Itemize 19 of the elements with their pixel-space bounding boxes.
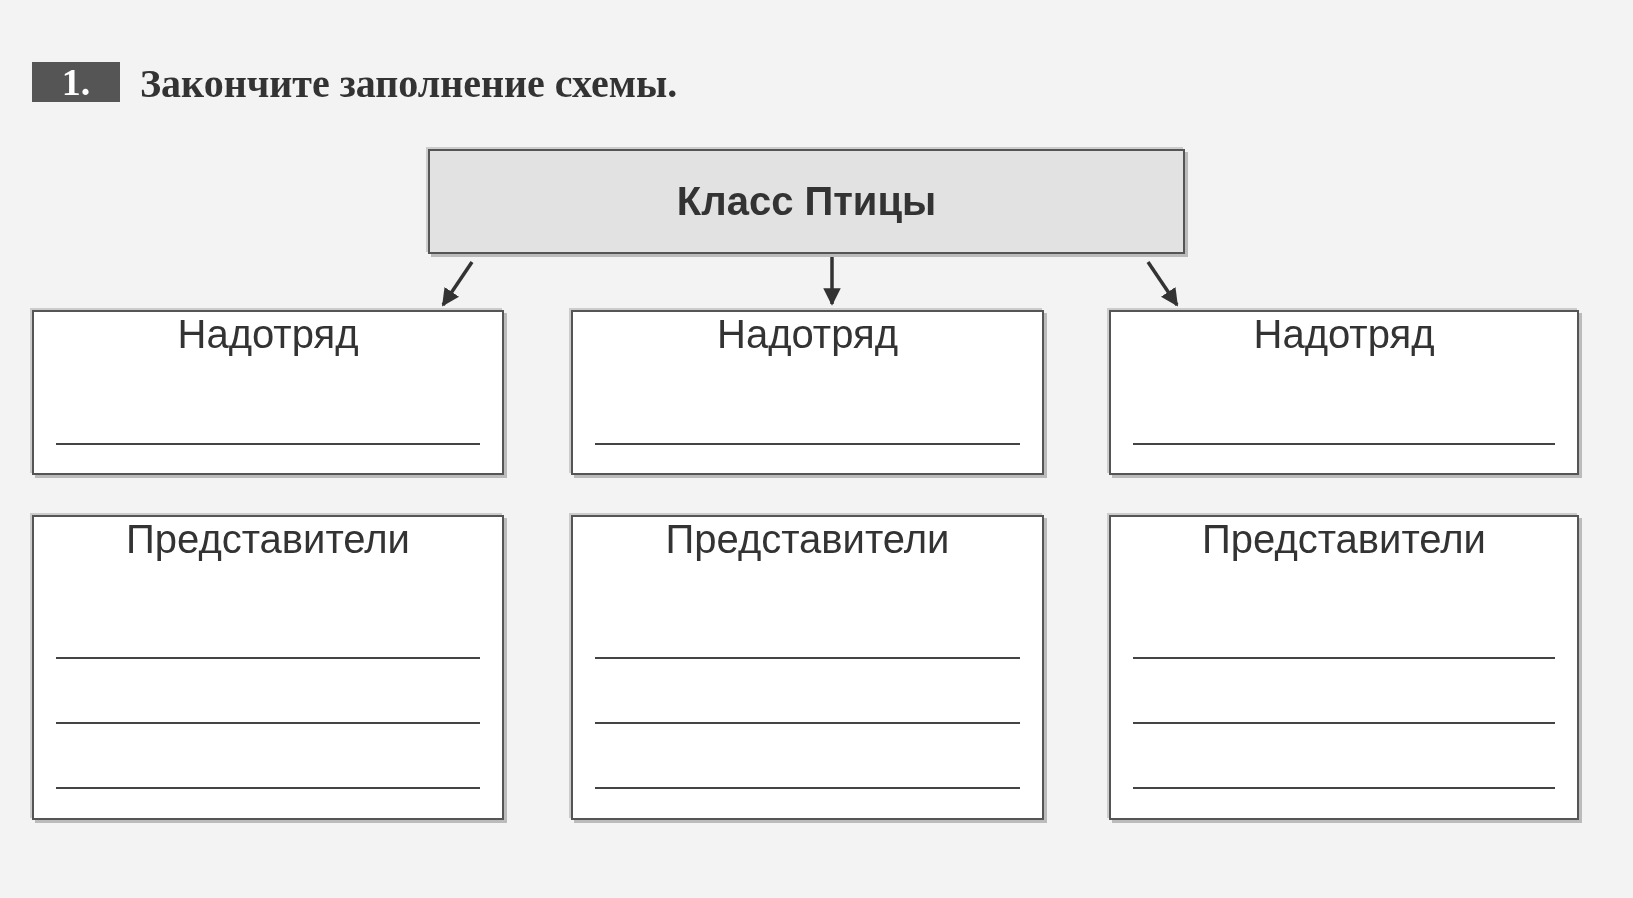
arrow: [823, 257, 841, 306]
box-heading: Представители: [664, 517, 951, 562]
answer-card: [1109, 310, 1579, 475]
box-heading: Представители: [1201, 517, 1487, 562]
answer-card: [571, 310, 1044, 475]
box-heading: Надотряд: [176, 312, 360, 357]
box-heading: Надотряд: [716, 312, 899, 357]
answer-card: [32, 515, 504, 820]
box-heading: Класс Птицы: [675, 179, 938, 224]
arrow: [441, 261, 474, 307]
answer-card: [571, 515, 1044, 820]
task-title: Закончите заполнение схемы.: [140, 60, 678, 107]
box-heading: Надотряд: [1252, 312, 1436, 357]
title-box: [428, 149, 1185, 254]
answer-card: [32, 310, 504, 475]
arrow: [1146, 261, 1179, 307]
box-heading: Представители: [125, 517, 411, 562]
answer-card: [1109, 515, 1579, 820]
task-number: 1.: [32, 62, 120, 102]
